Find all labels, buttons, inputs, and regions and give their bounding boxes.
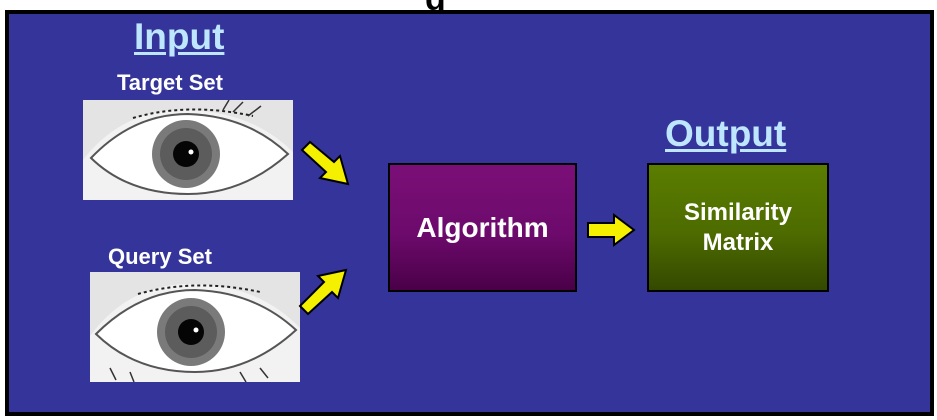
algorithm-label: Algorithm <box>416 211 549 243</box>
target-eye-image <box>83 100 293 200</box>
similarity-line-2: Matrix <box>702 228 774 256</box>
similarity-matrix-box: Similarity Matrix <box>647 163 829 292</box>
algorithm-box: Algorithm <box>388 163 577 292</box>
output-heading: Output <box>665 113 787 154</box>
arrow-icon <box>298 268 348 316</box>
arrow-icon <box>300 140 350 186</box>
query-set-label: Query Set <box>108 244 212 269</box>
input-heading: Input <box>134 16 225 57</box>
target-set-label: Target Set <box>117 70 223 95</box>
arrow-icon <box>587 213 636 247</box>
similarity-line-1: Similarity <box>683 198 793 226</box>
query-eye-image <box>90 272 300 382</box>
